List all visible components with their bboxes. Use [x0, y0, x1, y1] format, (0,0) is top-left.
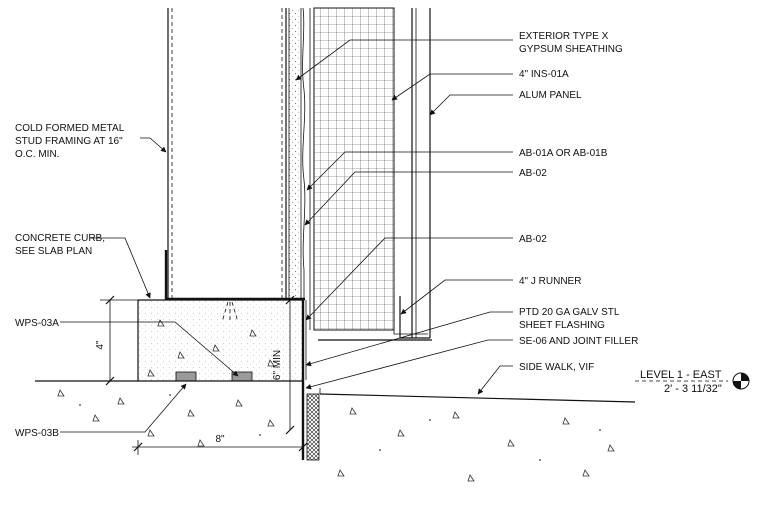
wps-block-left — [175, 371, 197, 382]
callout-air-barrier-c: AB-02 — [519, 234, 547, 245]
svg-text:SEE SLAB PLAN: SEE SLAB PLAN — [15, 246, 92, 257]
level-datum-icon — [732, 372, 750, 390]
insulation-grid — [309, 7, 395, 331]
concrete-curb — [137, 299, 303, 381]
level-marker: LEVEL 1 - EAST 2' - 3 11/32" — [635, 369, 750, 395]
air-barrier-line — [302, 7, 306, 300]
leader-lines-left — [60, 137, 239, 433]
level-name: LEVEL 1 - EAST — [640, 369, 722, 381]
callout-j-runner: 4" J RUNNER — [519, 276, 581, 287]
callout-concrete-curb: CONCRETE CURB, SEE SLAB PLAN — [15, 233, 105, 257]
ground-slab — [35, 380, 636, 482]
dimension-curb-width — [132, 440, 308, 455]
svg-text:STUD FRAMING AT 16": STUD FRAMING AT 16" — [15, 136, 123, 147]
callout-alum-panel: ALUM PANEL — [519, 90, 582, 101]
callout-air-barrier-b: AB-02 — [519, 168, 547, 179]
svg-text:EXTERIOR TYPE X: EXTERIOR TYPE X — [519, 31, 609, 42]
svg-text:PTD 20 GA GALV STL: PTD 20 GA GALV STL — [519, 307, 620, 318]
callout-insulation: 4" INS-01A — [519, 69, 569, 80]
svg-text:COLD FORMED METAL: COLD FORMED METAL — [15, 123, 125, 134]
level-elevation: 2' - 3 11/32" — [664, 383, 722, 395]
callout-wps-b: WPS-03B — [15, 428, 59, 439]
dimension-curb-width-text: 8" — [215, 434, 225, 445]
callout-air-barrier-a: AB-01A OR AB-01B — [519, 148, 608, 159]
gypsum-sheathing — [288, 8, 302, 298]
leader-lines-right — [295, 39, 513, 395]
svg-text:GYPSUM SHEATHING: GYPSUM SHEATHING — [519, 44, 623, 55]
dimension-curb-height-text: 4" — [95, 340, 106, 350]
sheet-flashing — [301, 300, 320, 461]
svg-text:CONCRETE CURB,: CONCRETE CURB, — [15, 233, 105, 244]
callout-exterior-sheathing: EXTERIOR TYPE X GYPSUM SHEATHING — [519, 31, 623, 55]
stud-framing — [164, 8, 305, 301]
callout-wps-a: WPS-03A — [15, 318, 59, 329]
dimension-min-depth-text: 6" MIN — [272, 350, 283, 380]
callout-sealant: SE-06 AND JOINT FILLER — [519, 336, 638, 347]
svg-text:SHEET FLASHING: SHEET FLASHING — [519, 320, 605, 331]
svg-text:O.C. MIN.: O.C. MIN. — [15, 149, 59, 160]
callout-sidewalk: SIDE WALK, VIF — [519, 362, 594, 373]
dimension-min-depth — [285, 295, 295, 435]
callout-flashing: PTD 20 GA GALV STL SHEET FLASHING — [519, 307, 620, 331]
callout-stud-framing: COLD FORMED METAL STUD FRAMING AT 16" O.… — [15, 123, 125, 160]
dimension-curb-height — [100, 295, 138, 386]
